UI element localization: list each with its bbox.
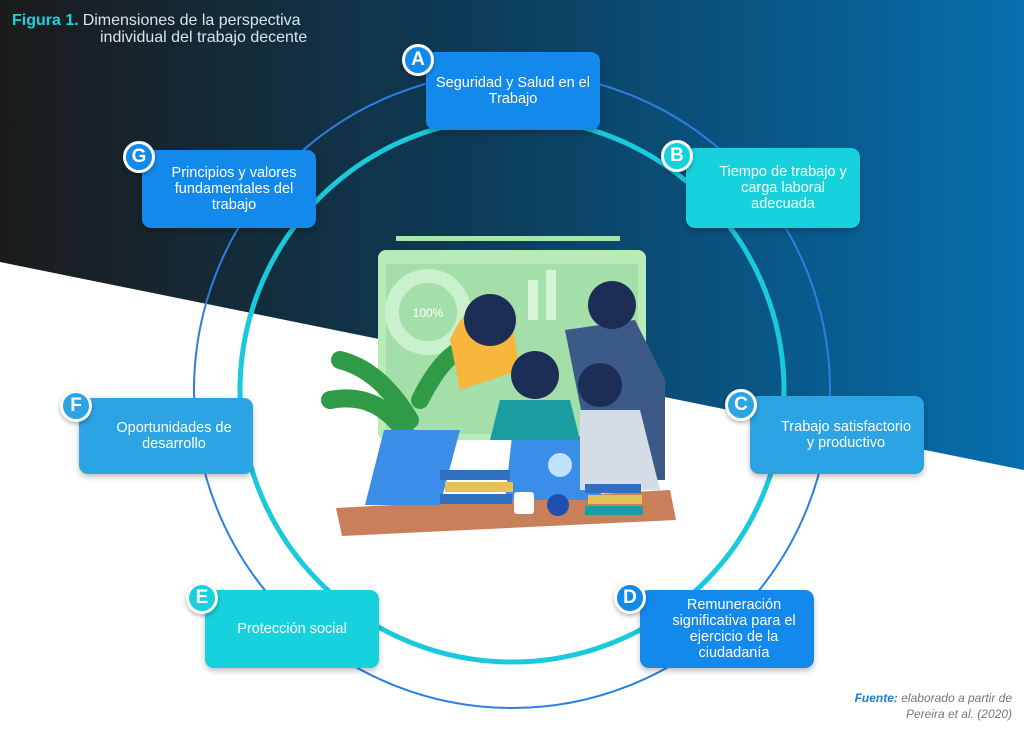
dimension-label: Tiempo de trabajo y carga laboral adecua… xyxy=(719,164,847,212)
badge-a: A xyxy=(402,44,434,76)
dimension-box-b: Tiempo de trabajo y carga laboral adecua… xyxy=(686,148,860,228)
badge-f: F xyxy=(60,390,92,422)
source-text: elaborado a partir de xyxy=(901,691,1012,705)
illustration-people-studying: 100% xyxy=(321,236,676,536)
dimension-box-d: Remuneración significativa para el ejerc… xyxy=(640,590,814,668)
badge-g: G xyxy=(123,141,155,173)
badge-b: B xyxy=(661,140,693,172)
source-note: Fuente: elaborado a partir de Pereira et… xyxy=(855,690,1012,722)
dimension-label: Seguridad y Salud en el Trabajo xyxy=(436,75,590,107)
title-line2: individual del trabajo decente xyxy=(100,29,308,46)
dimension-box-a: Seguridad y Salud en el Trabajo xyxy=(426,52,600,130)
source-text2: Pereira et al. (2020) xyxy=(905,707,1012,721)
badge-e: E xyxy=(186,582,218,614)
dimension-box-g: Principios y valores fundamentales del t… xyxy=(142,150,316,228)
dimension-box-c: Trabajo satisfactorio y productivo xyxy=(750,396,924,474)
badge-d: D xyxy=(614,582,646,614)
dimension-label: Principios y valores fundamentales del t… xyxy=(171,165,297,213)
gauge-text: 100% xyxy=(413,306,444,320)
figure-label: Figura 1. xyxy=(12,12,79,29)
dimension-box-f: Oportunidades de desarrollo xyxy=(79,398,253,474)
dimension-label: Protección social xyxy=(237,621,347,637)
title-line1: Dimensiones de la perspectiva xyxy=(82,12,301,29)
dimension-box-e: Protección social xyxy=(205,590,379,668)
figure-title: Figura 1.Dimensiones de la perspectiva i… xyxy=(12,12,307,46)
dimension-label: Oportunidades de desarrollo xyxy=(116,420,232,452)
dimension-label: Trabajo satisfactorio y productivo xyxy=(780,419,912,451)
dimension-label: Remuneración significativa para el ejerc… xyxy=(672,597,796,661)
source-label: Fuente: xyxy=(854,691,898,705)
badge-c: C xyxy=(725,389,757,421)
